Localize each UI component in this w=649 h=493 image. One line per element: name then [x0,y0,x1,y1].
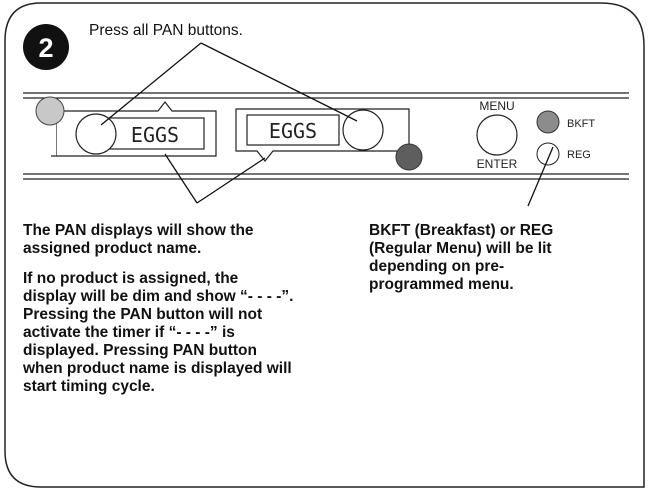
step-number: 2 [38,33,53,63]
no-product-note-line: when product name is displayed will [23,360,292,377]
menu-label: MENU [479,99,514,113]
menu-note-line: depending on pre- [369,258,505,275]
menu-enter-button[interactable] [476,114,518,156]
pan-indicator-left [35,96,65,126]
no-product-note-line: If no product is assigned, the [23,270,239,287]
no-product-note-line: Pressing the PAN button will not [23,306,263,323]
enter-label: ENTER [477,157,518,171]
panel-rails [23,92,629,180]
bkft-label: BKFT [567,118,595,130]
bkft-light [536,110,560,134]
menu-note-line: BKFT (Breakfast) or REG [369,222,554,239]
no-product-note-line: displayed. Pressing PAN button [23,342,257,359]
menu-note-line: (Regular Menu) will be lit [369,240,552,257]
reg-light [536,142,560,166]
no-product-note-line: activate the timer if “- - - -” is [23,324,235,341]
pan-display-note-line: assigned product name. [23,240,202,257]
pan-display-left-text: EGGS [131,123,179,147]
menu-note: BKFT (Breakfast) or REG (Regular Menu) w… [369,222,629,294]
step-badge: 2 [23,24,69,70]
pan-button-right[interactable] [342,109,384,151]
no-product-note-line: display will be dim and show “- - - -”. [23,288,294,305]
pan-display-note: The PAN displays will show the assigned … [23,222,343,258]
pan-display-note-line: The PAN displays will show the [23,222,254,239]
reg-label: REG [567,149,591,161]
callout-lines [100,42,554,207]
pan-button-left[interactable] [75,113,117,155]
pan-indicator-right [395,143,423,171]
pan-display-right-text: EGGS [269,119,317,143]
menu-note-line: programmed menu. [369,276,514,293]
no-product-note: If no product is assigned, the display w… [23,270,363,396]
instruction-text: Press all PAN buttons. [89,22,243,39]
no-product-note-line: start timing cycle. [23,378,155,395]
